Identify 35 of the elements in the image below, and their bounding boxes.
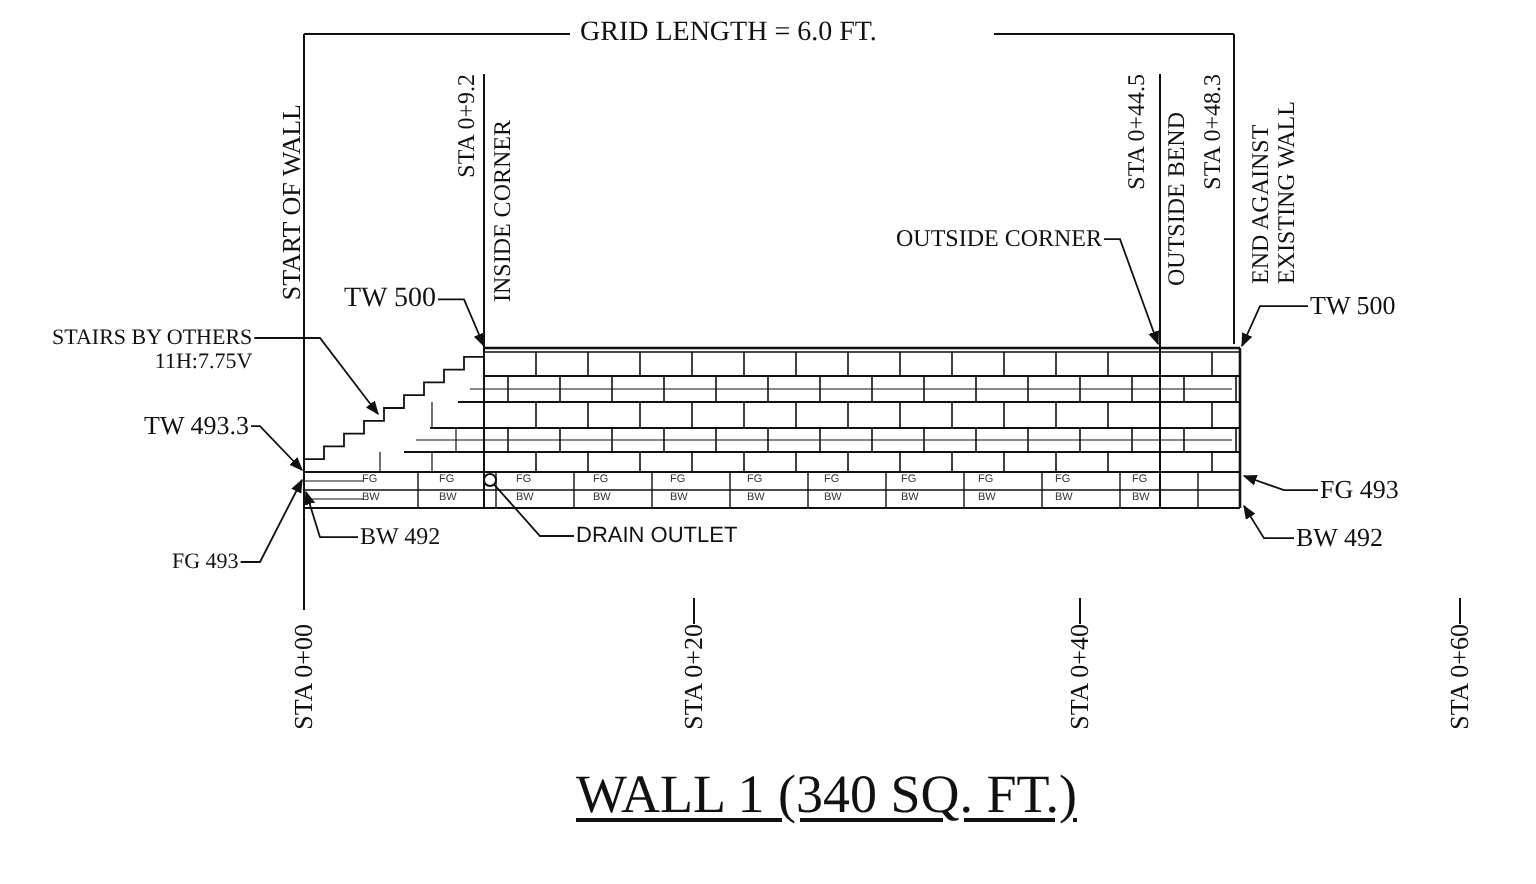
- callout-label: DRAIN OUTLET: [576, 524, 738, 549]
- slope-ratio: 11H:7.75V: [152, 350, 253, 375]
- station-note: INSIDE CORNER: [490, 120, 517, 303]
- station-note: OUTSIDE BEND: [1164, 112, 1191, 286]
- callout-label: FG 493: [172, 550, 239, 575]
- station-label: STA 0+00: [290, 624, 319, 730]
- callout-label: TW 500: [1310, 292, 1396, 321]
- leader-line: [239, 478, 303, 563]
- callout-label: OUTSIDE CORNER: [896, 226, 1103, 253]
- callout-label: TW 493.3: [144, 412, 249, 441]
- station-label: STA 0+60: [1446, 624, 1475, 730]
- station-note: START OF WALL: [278, 104, 307, 301]
- drawing-title: WALL 1 (340 SQ. FT.): [576, 766, 1077, 826]
- station-label: STA 0+20: [680, 624, 709, 730]
- leader-line: [493, 483, 575, 537]
- callout-label: STAIRS BY OTHERS: [52, 326, 253, 351]
- block-wall-drawing: [303, 346, 1242, 509]
- station-note: END AGAINST EXISTING WALL: [1248, 100, 1301, 284]
- callout-label: FG 493: [1320, 476, 1399, 505]
- leader-line: [304, 490, 359, 539]
- leader-line: [253, 337, 379, 416]
- leader-line: [250, 425, 303, 471]
- leader-line: [1241, 305, 1309, 348]
- station-label: STA 0+48.3: [1200, 74, 1227, 190]
- leader-line: [1103, 238, 1159, 346]
- leader-line: [437, 298, 485, 348]
- callout-label: TW 500: [344, 284, 437, 315]
- station-label: STA 0+44.5: [1124, 74, 1151, 190]
- leader-line: [1243, 504, 1295, 540]
- station-label: STA 0+9.2: [454, 74, 481, 178]
- callout-label: BW 492: [1296, 524, 1383, 553]
- leader-line: [1242, 474, 1319, 492]
- callout-label: BW 492: [360, 524, 441, 551]
- dimension-label: GRID LENGTH = 6.0 FT.: [580, 18, 877, 49]
- station-label: STA 0+40: [1066, 624, 1095, 730]
